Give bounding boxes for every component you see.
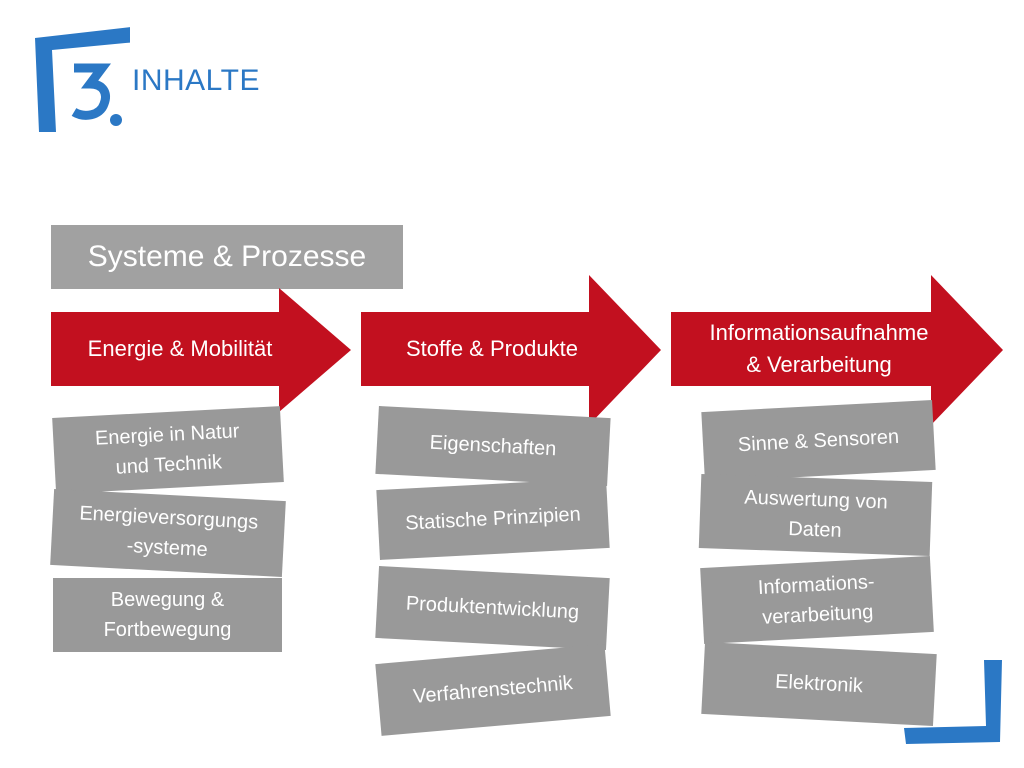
section-number-logo: 3.	[30, 22, 140, 137]
arrow-information: Informationsaufnahme & Verarbeitung	[671, 275, 1003, 425]
arrow-shape	[361, 275, 661, 425]
topic-card: Verfahrenstechnik	[375, 644, 611, 736]
topic-card: Eigenschaften	[375, 405, 611, 487]
slide-title: INHALTE	[132, 64, 260, 97]
topic-card: Informations- verarbeitung	[700, 556, 934, 644]
topic-card: Auswertung von Daten	[698, 473, 933, 557]
topic-card: Bewegung & Fortbewegung	[53, 578, 282, 652]
topic-card: Energieversorgungs -systeme	[50, 488, 286, 578]
topic-card: Energie in Natur und Technik	[52, 406, 284, 494]
arrow-shape	[671, 275, 1003, 425]
header-box: Systeme & Prozesse	[51, 225, 403, 289]
arrow-energie: Energie & Mobilität	[51, 288, 351, 412]
corner-bracket	[900, 656, 1010, 751]
arrow-stoffe: Stoffe & Produkte	[361, 275, 661, 425]
topic-card: Sinne & Sensoren	[701, 400, 936, 482]
topic-card: Produktentwicklung	[375, 566, 610, 650]
topic-card: Statische Prinzipien	[376, 478, 610, 560]
arrow-label: Energie & Mobilität	[87, 336, 273, 361]
topic-card: Elektronik	[701, 641, 937, 727]
arrow-label: Informationsaufnahme & Verarbeitung	[709, 320, 929, 377]
arrow-shape	[51, 288, 351, 412]
arrow-label: Stoffe & Produkte	[405, 336, 579, 361]
